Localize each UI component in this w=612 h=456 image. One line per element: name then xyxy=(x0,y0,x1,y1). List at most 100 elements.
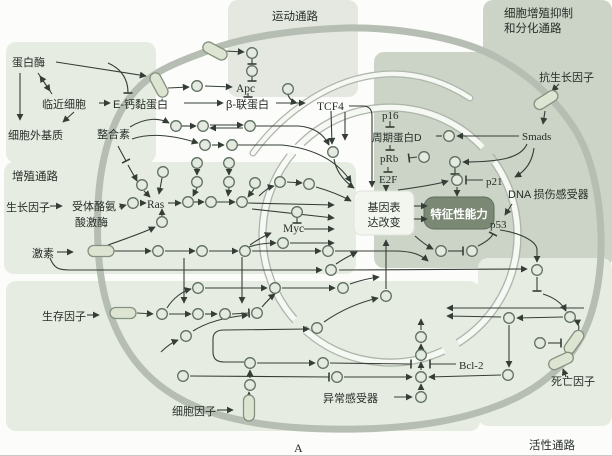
pathway-edge xyxy=(189,372,330,382)
receptor-pill xyxy=(202,41,228,61)
receptor-pill xyxy=(548,351,574,371)
pathway-edge xyxy=(315,186,352,202)
protein-node xyxy=(503,312,515,324)
label-viability-pathway-title: 活性通路 xyxy=(529,438,575,452)
protein-node xyxy=(327,146,339,158)
protein-node xyxy=(531,264,543,276)
protein-node xyxy=(180,330,192,342)
pathway-edge xyxy=(286,179,303,187)
protein-node xyxy=(435,245,447,257)
protein-node xyxy=(322,245,334,257)
label-figure-panel-label: A xyxy=(294,441,303,455)
label-p16-label: p16 xyxy=(382,110,399,122)
protein-node xyxy=(152,245,164,257)
protein-node xyxy=(191,80,203,92)
pathway-edge xyxy=(542,293,567,312)
label-ras-label: Ras xyxy=(147,199,165,211)
protein-node xyxy=(282,83,294,95)
receptor-pill xyxy=(242,394,256,422)
label-abnormality-sensor-label: 异常感受器 xyxy=(323,392,378,405)
protein-node xyxy=(244,357,256,369)
pathway-edge xyxy=(160,339,179,353)
pathway-edge xyxy=(428,373,502,381)
pathway-edge xyxy=(561,368,569,378)
protein-node xyxy=(251,307,263,319)
protein-node xyxy=(127,197,139,209)
nuclear-arc-highlight xyxy=(250,71,473,156)
protein-node xyxy=(199,139,211,151)
label-antiproliferation-title-line2: 和分化通路 xyxy=(504,21,562,35)
pathway-edge xyxy=(329,359,412,369)
pathway-edge xyxy=(333,158,355,189)
label-integrin-label: 整合素 xyxy=(97,127,130,141)
pathway-edge xyxy=(477,231,498,247)
label-prb-label: pRb xyxy=(380,153,399,165)
protein-node xyxy=(418,151,430,163)
protein-node xyxy=(191,157,203,169)
label-rtk-label-line1: 受体酪氨 xyxy=(72,199,116,213)
pathway-edge xyxy=(462,143,528,166)
protein-node xyxy=(415,349,427,361)
protein-node xyxy=(156,216,168,228)
label-proliferation-pathway-title: 增殖通路 xyxy=(12,169,58,183)
protein-node xyxy=(449,156,461,168)
label-gene-expression-line2: 达改变 xyxy=(368,215,401,229)
pathway-edge xyxy=(349,274,380,285)
protein-node xyxy=(196,245,208,257)
pathway-edge xyxy=(504,203,513,216)
pathway-edge xyxy=(136,310,154,318)
label-motility-pathway-title: 运动通路 xyxy=(272,9,318,23)
pathway-edge xyxy=(261,293,276,308)
pathway-edge xyxy=(225,187,233,197)
label-survival-factor-label: 生存因子 xyxy=(42,309,86,323)
protein-node xyxy=(246,47,258,59)
hallmark-capability-box xyxy=(423,196,495,230)
protein-node xyxy=(170,120,182,132)
pathway-edge xyxy=(551,83,560,92)
label-growth-factor-label: 生长因子 xyxy=(6,200,50,214)
protein-node xyxy=(236,196,248,208)
protein-node xyxy=(249,177,261,189)
protein-node xyxy=(246,65,258,77)
protein-node xyxy=(291,206,303,218)
pathway-edge xyxy=(249,232,272,246)
label-p53-label: p53 xyxy=(490,219,507,231)
protein-node xyxy=(223,176,235,188)
protein-node xyxy=(380,290,392,302)
protein-node xyxy=(205,196,217,208)
protein-node xyxy=(191,176,203,188)
label-bcl-2-label: Bcl-2 xyxy=(459,360,483,372)
label-antiproliferation-title-line1: 细胞增殖抑制 xyxy=(504,6,573,20)
protein-node xyxy=(415,331,427,343)
protein-node xyxy=(177,370,189,382)
protein-node xyxy=(451,174,463,186)
pathway-edge xyxy=(131,134,199,145)
protein-node xyxy=(466,245,478,257)
receptor-pill xyxy=(149,72,169,98)
protein-node xyxy=(303,178,315,190)
pathway-edge xyxy=(247,188,255,198)
label-ecm-label: 细胞外基质 xyxy=(8,129,63,142)
protein-node xyxy=(136,179,148,191)
pathway-edge xyxy=(349,105,376,188)
protein-node xyxy=(244,379,256,391)
pathway-edge xyxy=(248,239,277,248)
receptor-pill xyxy=(109,306,137,320)
label-smads-label: Smads xyxy=(522,131,551,143)
pathway-edge xyxy=(338,265,528,273)
pathway-edge xyxy=(514,147,535,178)
label-tcf4-label: TCF4 xyxy=(317,101,344,113)
label-dna-damage-sensor-label: DNA 损伤感受器 xyxy=(508,187,589,201)
cell-membrane xyxy=(94,24,605,433)
label-rtk-label-line2: 酸激酶 xyxy=(75,215,108,229)
pathway-edge xyxy=(156,177,164,195)
label-beta-catenin-label: β-联蛋白 xyxy=(226,97,269,111)
protein-node xyxy=(274,176,286,188)
pathway-edge xyxy=(323,296,379,323)
pathway-edge xyxy=(127,164,138,182)
protein-node xyxy=(156,308,168,320)
pathway-edge xyxy=(499,229,541,263)
label-myc-label: Myc xyxy=(283,223,304,235)
protein-node xyxy=(534,337,546,349)
